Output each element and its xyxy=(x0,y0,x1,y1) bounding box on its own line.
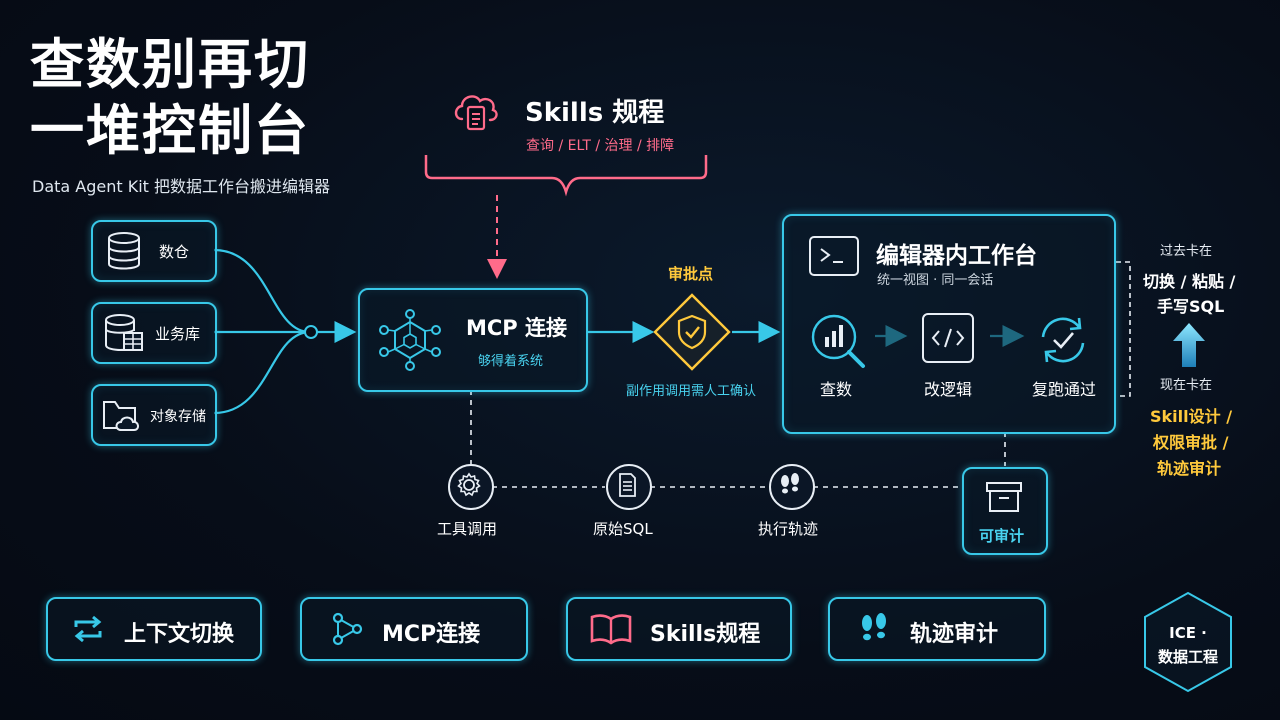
database-table-icon xyxy=(103,313,145,357)
step-label: 复跑通过 xyxy=(1032,380,1097,399)
nodes-icon xyxy=(328,612,364,650)
pill-label: MCP连接 xyxy=(382,622,481,647)
database-icon xyxy=(105,231,143,275)
step-label: 查数 xyxy=(820,380,853,399)
badge-line-2: 数据工程 xyxy=(1157,648,1218,666)
pill-skills[interactable]: Skills规程 xyxy=(566,597,792,661)
title-line-1: 查数别再切 xyxy=(30,33,310,96)
code-icon xyxy=(922,313,974,363)
chart-search-icon xyxy=(808,311,870,375)
refresh-check-icon xyxy=(1034,311,1092,373)
pill-context-switch[interactable]: 上下文切换 xyxy=(46,597,262,661)
terminal-icon xyxy=(809,236,859,276)
now-label: 现在卡在 xyxy=(1160,378,1213,393)
approval-shield-icon[interactable] xyxy=(652,292,732,372)
source-object-storage[interactable]: 对象存储 xyxy=(91,384,217,446)
source-label: 业务库 xyxy=(155,325,201,343)
pill-trace-audit[interactable]: 轨迹审计 xyxy=(828,597,1046,661)
now-text-2: 权限审批 / xyxy=(1153,433,1229,452)
source-warehouse[interactable]: 数仓 xyxy=(91,220,217,282)
footprints-icon xyxy=(858,612,890,650)
past-label: 过去卡在 xyxy=(1160,244,1213,259)
audit-box[interactable]: 可审计 xyxy=(962,467,1048,555)
title-line-2: 一堆控制台 xyxy=(30,99,310,162)
approval-title: 审批点 xyxy=(668,265,714,283)
document-icon xyxy=(606,464,652,510)
source-business-db[interactable]: 业务库 xyxy=(91,302,217,364)
subtitle: Data Agent Kit 把数据工作台搬进编辑器 xyxy=(32,177,331,196)
source-label: 数仓 xyxy=(159,243,190,261)
mcp-subtitle: 够得着系统 xyxy=(478,354,544,369)
mcp-title: MCP 连接 xyxy=(466,316,568,340)
swap-icon xyxy=(72,614,104,648)
mcp-connection-box[interactable]: MCP 连接 够得着系统 xyxy=(358,288,588,392)
now-text-3: 轨迹审计 xyxy=(1157,459,1222,478)
past-text-2: 手写SQL xyxy=(1157,297,1225,316)
arrow-up-icon xyxy=(1172,322,1206,372)
trace-label: 执行轨迹 xyxy=(758,520,819,538)
pill-label: 上下文切换 xyxy=(124,622,235,647)
past-text-1: 切换 / 粘贴 / xyxy=(1143,272,1236,291)
archive-box-icon xyxy=(984,479,1024,519)
pill-label: 轨迹审计 xyxy=(910,622,999,647)
ice-badge: ICE · 数据工程 xyxy=(1142,590,1234,694)
skills-subtitle: 查询 / ELT / 治理 / 排障 xyxy=(526,138,675,154)
cloud-document-icon xyxy=(450,85,500,135)
hexagon-network-icon xyxy=(378,308,442,376)
step-label: 改逻辑 xyxy=(924,380,973,399)
gear-icon xyxy=(448,464,494,510)
skills-title: Skills 规程 xyxy=(525,98,665,128)
now-text-1: Skill设计 / xyxy=(1150,407,1233,426)
book-icon xyxy=(590,613,632,649)
badge-line-1: ICE · xyxy=(1169,624,1207,642)
footprints-icon xyxy=(769,464,815,510)
workspace-title: 编辑器内工作台 xyxy=(876,243,1037,269)
workspace-subtitle: 统一视图 · 同一会话 xyxy=(877,273,994,288)
approval-caption: 副作用调用需人工确认 xyxy=(626,384,757,399)
pill-mcp[interactable]: MCP连接 xyxy=(300,597,528,661)
audit-label: 可审计 xyxy=(979,527,1025,545)
trace-label: 工具调用 xyxy=(437,520,498,538)
pill-label: Skills规程 xyxy=(650,622,761,647)
editor-workspace-box[interactable]: 编辑器内工作台 统一视图 · 同一会话 查数 改逻辑 复跑通过 xyxy=(782,214,1116,434)
folder-cloud-icon xyxy=(101,396,143,438)
source-label: 对象存储 xyxy=(150,409,206,425)
trace-label: 原始SQL xyxy=(593,520,653,538)
